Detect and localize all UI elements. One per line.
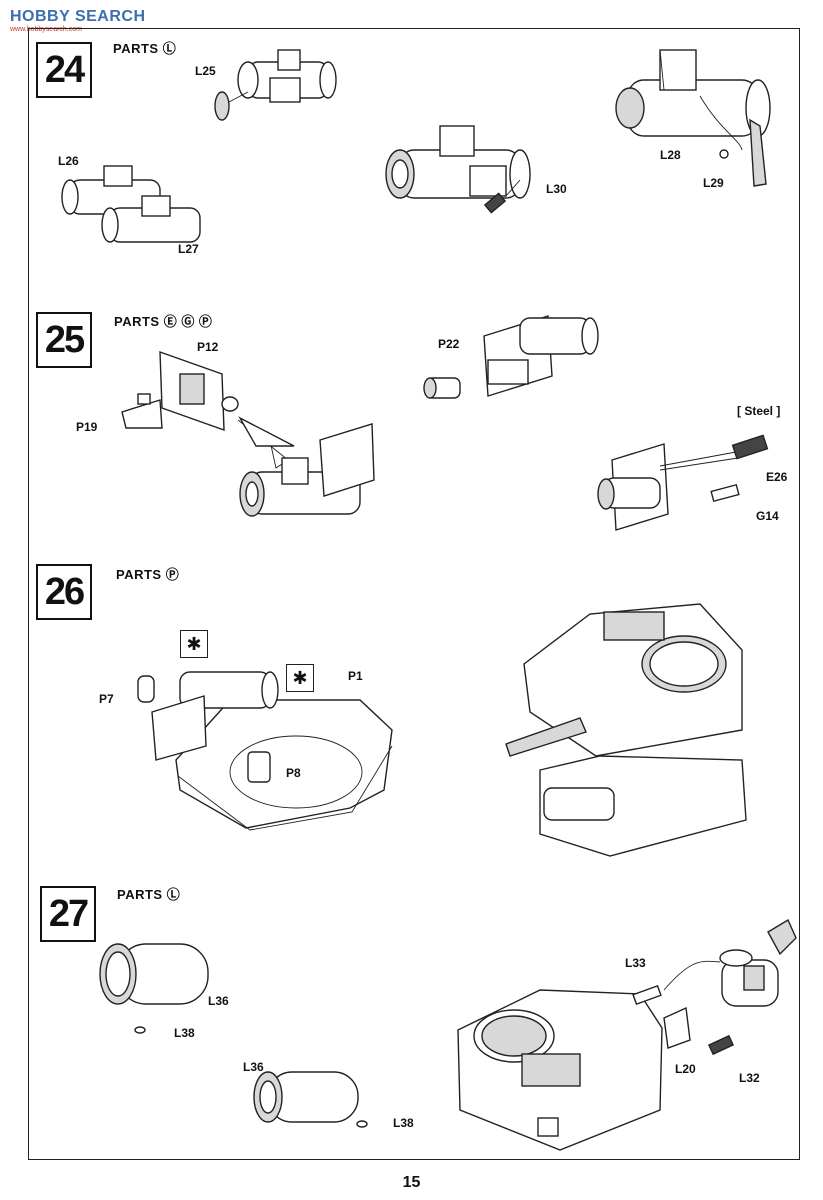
callout-e26: E26 — [766, 470, 788, 484]
parts-label-24: PARTS Ⓛ — [113, 41, 177, 56]
step25-part-p19 — [121, 393, 163, 429]
callout-l28: L28 — [660, 148, 681, 162]
step26-gun-mount — [137, 671, 279, 783]
callout-l38: L38 — [393, 1116, 414, 1130]
steel-note: [ Steel ] — [737, 404, 781, 418]
step-number-24: 24 — [36, 42, 92, 98]
parts-label-27: PARTS Ⓛ — [117, 887, 181, 902]
callout-l36: L36 — [243, 1060, 264, 1074]
step24-gun-pair — [61, 165, 201, 243]
callout-l36: L36 — [208, 994, 229, 1008]
callout-p1: P1 — [348, 669, 363, 683]
step25-bracket-p12 — [159, 350, 239, 432]
callout-l27: L27 — [178, 242, 199, 256]
callout-l25: L25 — [195, 64, 216, 78]
callout-l32: L32 — [739, 1071, 760, 1085]
callout-l29: L29 — [703, 176, 724, 190]
step26-hull-ring — [175, 699, 393, 831]
callout-l33: L33 — [625, 956, 646, 970]
callout-l20: L20 — [675, 1062, 696, 1076]
step26-turret-assembled — [505, 603, 747, 857]
parts-label-25: PARTS Ⓔ Ⓖ Ⓟ — [114, 314, 213, 329]
no-glue-icon: ✱ — [286, 664, 314, 692]
step25-arrow — [237, 416, 295, 469]
step27-gun-l33 — [632, 918, 797, 1056]
callout-l26: L26 — [58, 154, 79, 168]
watermark-logo: HOBBY SEARCH www.hobbysearch.com — [4, 4, 164, 34]
step-number-27: 27 — [40, 886, 96, 942]
callout-p22: P22 — [438, 337, 460, 351]
callout-l38: L38 — [174, 1026, 195, 1040]
step-number-26: 26 — [36, 564, 92, 620]
watermark-brand: HOBBY SEARCH — [10, 8, 146, 25]
step27-tube-l36-a — [99, 943, 209, 1034]
step27-turret — [457, 989, 663, 1151]
callout-p8: P8 — [286, 766, 301, 780]
step25-gun-with-bracket — [239, 423, 375, 517]
step24-gun-center — [385, 125, 531, 214]
step27-tube-l36-b — [253, 1071, 368, 1128]
step-number-25: 25 — [36, 312, 92, 368]
callout-p12: P12 — [197, 340, 219, 354]
callout-p19: P19 — [76, 420, 98, 434]
step25-gun-steel — [597, 434, 769, 531]
callout-g14: G14 — [756, 509, 779, 523]
step25-gun-p22 — [423, 315, 599, 399]
step24-gun-assembly-small — [214, 49, 337, 121]
no-glue-icon: ✱ — [180, 630, 208, 658]
callout-p7: P7 — [99, 692, 114, 706]
watermark-site: www.hobbysearch.com — [10, 26, 82, 33]
parts-label-26: PARTS Ⓟ — [116, 567, 180, 582]
step24-gun-right — [615, 49, 771, 187]
page-number: 15 — [402, 1174, 421, 1191]
page-frame — [28, 28, 800, 1160]
callout-l30: L30 — [546, 182, 567, 196]
